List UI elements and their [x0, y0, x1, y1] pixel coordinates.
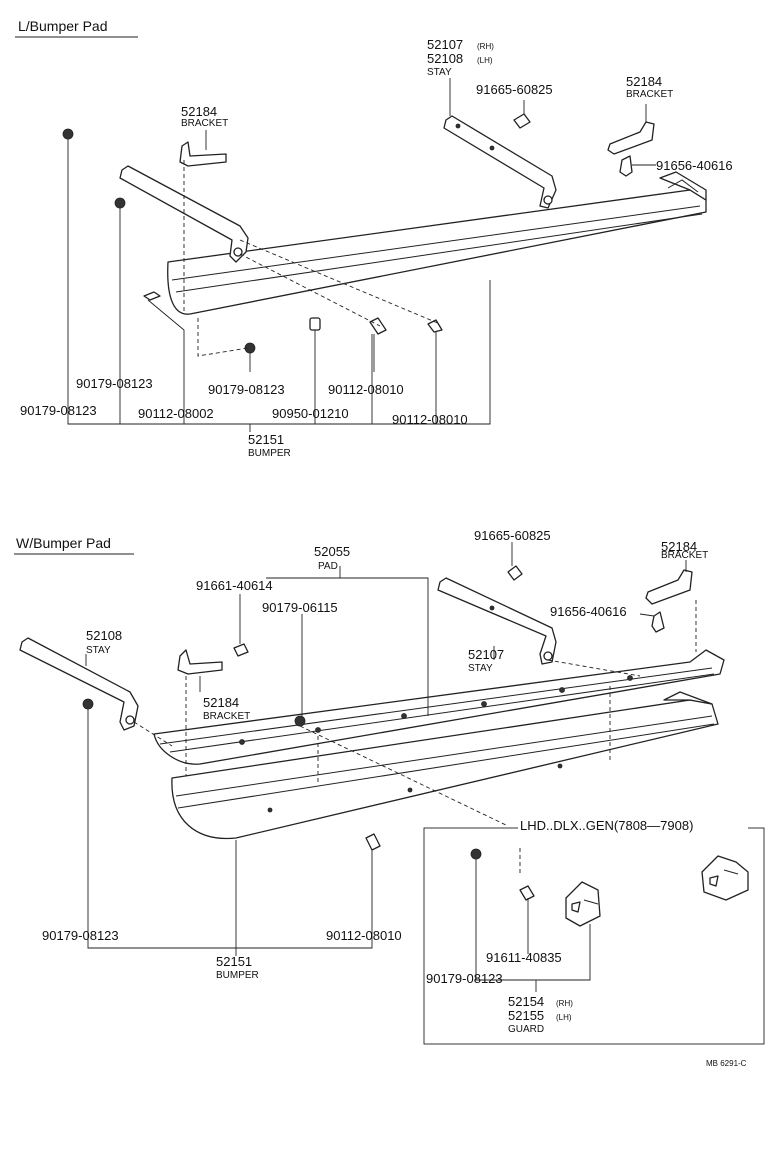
label-nut-90179-08123-c: 90179-08123 — [20, 403, 97, 418]
label-stay-rh-number-bottom: 52107 — [468, 647, 504, 662]
label-bolt-90112-08010-b: 90112-08010 — [392, 412, 468, 427]
label-guard-rh-number: 52154 — [508, 994, 544, 1009]
stay-part-bottom-left — [19, 637, 139, 731]
stay-part-top-right — [443, 115, 557, 209]
label-bolt-90112-08010-bottom: 90112-08010 — [326, 928, 402, 943]
label-nut-90179-08123-bottom: 90179-08123 — [42, 928, 119, 943]
label-bumper-number-bottom: 52151 — [216, 954, 252, 969]
label-pad-number: 52055 — [314, 544, 350, 559]
label-guard-lh-tag: (LH) — [556, 1013, 572, 1022]
label-stay-lh-number: 52108 — [427, 51, 463, 66]
label-stay-lh-number-bottom: 52108 — [86, 628, 122, 643]
section-heading-w-bumper-pad: W/Bumper Pad — [16, 535, 111, 551]
label-bolt-91661-40614: 91661-40614 — [196, 578, 273, 593]
label-pad-name: PAD — [318, 561, 338, 572]
label-bolt-91656-40616-bottom: 91656-40616 — [550, 604, 627, 619]
label-guard-rh-tag: (RH) — [556, 999, 573, 1008]
inset-guard-variant: LHD..DLX..GEN(7808—7908) 91611-40835 90 — [423, 818, 765, 1045]
label-guard-lh-number: 52155 — [508, 1008, 544, 1023]
leader-lines-bottom — [85, 542, 687, 956]
pad-part — [153, 649, 725, 765]
label-bumper-number: 52151 — [248, 432, 284, 447]
label-bracket-right-number: 52184 — [626, 74, 662, 89]
section-w-bumper-pad: W/Bumper Pad — [14, 528, 765, 1045]
label-stay-name: STAY — [427, 67, 452, 78]
bumper-part-bottom — [171, 691, 719, 840]
label-bumper-name-bottom: BUMPER — [216, 970, 259, 981]
leader-lines-top — [67, 78, 656, 432]
label-bracket-left-name-bottom: BRACKET — [203, 711, 250, 722]
label-bolt-90112-08010-a: 90112-08010 — [328, 382, 404, 397]
label-stay-lh-tag: (LH) — [477, 56, 493, 65]
label-bumper-name: BUMPER — [248, 448, 291, 459]
bumper-part-top — [167, 171, 707, 315]
label-bracket-right-name: BRACKET — [626, 89, 673, 100]
bracket-part-bottom-left — [177, 649, 223, 675]
hardware-top — [62, 113, 633, 354]
section-l-bumper-pad: L/Bumper Pad — [15, 18, 733, 459]
figure-code: MB 6291-C — [706, 1059, 747, 1068]
label-bolt-91665-60825-bottom: 91665-60825 — [474, 528, 551, 543]
label-bolt-90112-08002: 90112-08002 — [138, 406, 214, 421]
section-heading-l-bumper-pad: L/Bumper Pad — [18, 18, 108, 34]
guard-part-rh — [565, 881, 601, 927]
label-bolt-90950-01210: 90950-01210 — [272, 406, 349, 421]
guard-part-lh — [701, 855, 749, 901]
label-stay-rh-tag: (RH) — [477, 42, 494, 51]
label-stay-rh-name-bottom: STAY — [468, 663, 493, 674]
hardware-bottom — [82, 565, 665, 851]
label-guard-name: GUARD — [508, 1024, 544, 1035]
label-nut-90179-06115: 90179-06115 — [262, 600, 338, 615]
label-nut-90179-08123-inset: 90179-08123 — [426, 971, 503, 986]
label-bolt-91656-40616: 91656-40616 — [656, 158, 733, 173]
bracket-part-bottom-right — [645, 569, 693, 605]
inset-title: LHD..DLX..GEN(7808—7908) — [520, 818, 693, 833]
label-bracket-right-number-bottom: 52184 — [661, 539, 697, 554]
bracket-part-top-left — [179, 141, 227, 167]
bracket-part-top-right — [607, 121, 655, 155]
label-bolt-91665-60825: 91665-60825 — [476, 82, 553, 97]
label-stay-lh-name-bottom: STAY — [86, 645, 111, 656]
label-bracket-left-number-bottom: 52184 — [203, 695, 239, 710]
label-stay-rh-number: 52107 — [427, 37, 463, 52]
label-nut-90179-08123-a: 90179-08123 — [76, 376, 153, 391]
stay-part-bottom-right — [437, 577, 557, 665]
label-bracket-left-number: 52184 — [181, 104, 217, 119]
label-nut-90179-08123-b: 90179-08123 — [208, 382, 285, 397]
label-bracket-right-name-bottom: BRACKET — [661, 550, 708, 561]
label-bolt-91611-40835: 91611-40835 — [486, 950, 562, 965]
label-bracket-left-name: BRACKET — [181, 118, 228, 129]
